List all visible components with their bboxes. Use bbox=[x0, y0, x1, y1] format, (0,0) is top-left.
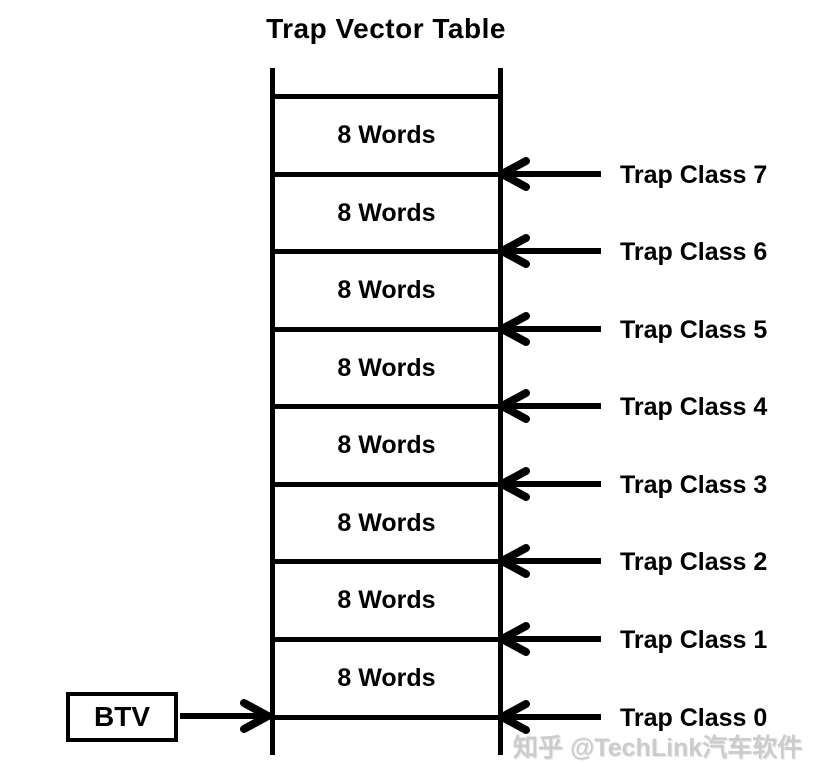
arrow-right-icon bbox=[180, 696, 272, 736]
table-cell: 8 Words bbox=[337, 198, 436, 227]
table-divider-line bbox=[270, 404, 503, 409]
trap-class-label: Trap Class 3 bbox=[620, 471, 768, 499]
arrow-left-icon bbox=[498, 231, 604, 271]
trap-class-label: Trap Class 7 bbox=[620, 161, 768, 189]
table-divider-line bbox=[270, 559, 503, 564]
trap-class-label: Trap Class 2 bbox=[620, 548, 768, 576]
table-cell: 8 Words bbox=[337, 585, 436, 614]
table-cell: 8 Words bbox=[337, 353, 436, 382]
table-cell: 8 Words bbox=[337, 275, 436, 304]
arrow-left-icon bbox=[498, 309, 604, 349]
table-divider-line bbox=[270, 715, 503, 720]
table-divider-line bbox=[270, 482, 503, 487]
table-cell: 8 Words bbox=[337, 508, 436, 537]
table-cell: 8 Words bbox=[337, 663, 436, 692]
trap-class-label: Trap Class 1 bbox=[620, 626, 768, 654]
table-divider-line bbox=[270, 637, 503, 642]
arrow-left-icon bbox=[498, 154, 604, 194]
trap-class-label: Trap Class 4 bbox=[620, 393, 768, 421]
btv-box: BTV bbox=[66, 692, 178, 742]
diagram-title: Trap Vector Table bbox=[266, 13, 506, 44]
table-left-border-line bbox=[270, 68, 275, 755]
arrow-left-icon bbox=[498, 541, 604, 581]
table-divider-line bbox=[270, 172, 503, 177]
arrow-left-icon bbox=[498, 697, 604, 737]
arrow-left-icon bbox=[498, 464, 604, 504]
table-divider-line bbox=[270, 249, 503, 254]
trap-class-label: Trap Class 5 bbox=[620, 316, 768, 344]
arrow-left-icon bbox=[498, 386, 604, 426]
trap-class-label: Trap Class 6 bbox=[620, 238, 768, 266]
watermark-text: 知乎 @TechLink汽车软件 bbox=[513, 734, 803, 762]
table-cell: 8 Words bbox=[337, 120, 436, 149]
table-divider-line bbox=[270, 327, 503, 332]
trap-class-label: Trap Class 0 bbox=[620, 704, 768, 732]
arrow-left-icon bbox=[498, 619, 604, 659]
table-right-border-line bbox=[498, 68, 503, 755]
btv-label: BTV bbox=[94, 701, 150, 732]
table-divider-line bbox=[270, 94, 503, 99]
table-cell: 8 Words bbox=[337, 430, 436, 459]
